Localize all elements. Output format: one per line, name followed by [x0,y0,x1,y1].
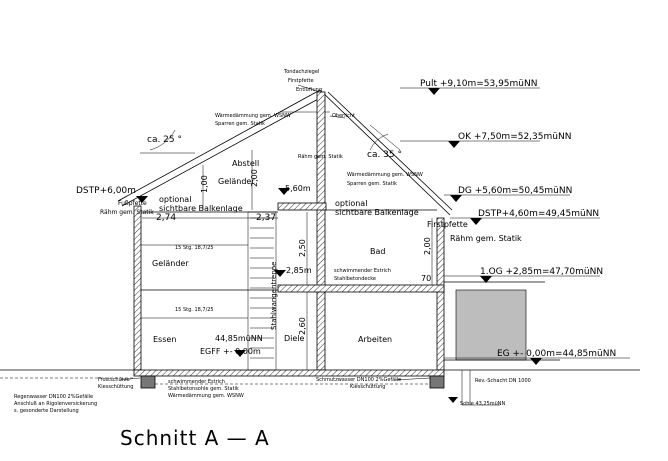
level-marker-285 [274,270,286,277]
svg-text:Rev.-Schacht DN 1000: Rev.-Schacht DN 1000 [475,378,531,384]
svg-text:Frostschürze: Frostschürze [98,377,130,383]
level-marker-pult [428,88,440,95]
level-marker-ok [448,141,460,148]
svg-text:15 Stg. 18,7/25: 15 Stg. 18,7/25 [175,245,214,251]
level-marker-egff [234,350,246,357]
svg-text:Regenwasser DN100 2%Gefälle: Regenwasser DN100 2%Gefälle [14,394,93,400]
room-essen: Essen [153,335,176,344]
level-eg-nn: 44,85müNN [215,334,263,343]
angle-arc-right [369,133,389,151]
roof-right-lower [327,91,453,211]
level-dstp-left: DSTP+6,00m [76,186,136,196]
foundation-right [429,375,445,389]
wall-left [133,205,142,371]
svg-text:Rähm gem. Statik: Rähm gem. Statik [100,209,154,216]
svg-text:schwimmender Estrich: schwimmender Estrich [334,268,391,274]
room-bad: Bad [370,247,385,256]
room-abstell: Abstell [232,159,259,168]
level-og: 1.OG +2,85m=47,70müNN [480,267,603,277]
level-markers [136,87,630,403]
svg-text:Sparren gem. Statik: Sparren gem. Statik [347,181,397,187]
wall-right [436,217,445,371]
level-285: 2,85m [286,266,312,275]
level-dstp-right: DSTP+4,60m=49,45müNN [478,209,599,219]
roof-left-upper [117,89,321,202]
svg-text:Schmutzwasser DN100 2%Gefälle: Schmutzwasser DN100 2%Gefälle [316,377,401,383]
walls [133,91,560,389]
slab-dg [277,202,327,211]
svg-text:schwimmender Estrich: schwimmender Estrich [168,379,225,385]
svg-text:1,00: 1,00 [200,175,209,193]
svg-text:2,74: 2,74 [156,213,176,223]
svg-text:Firstpfette: Firstpfette [427,220,468,229]
svg-text:Sohle 43,25müNN: Sohle 43,25müNN [460,401,506,407]
svg-text:Kiesschüttung: Kiesschüttung [350,384,385,390]
svg-text:Rähm gem. Statik: Rähm gem. Statik [298,154,343,160]
svg-text:2,60: 2,60 [298,317,307,335]
svg-text:Tondachziegel: Tondachziegel [283,69,319,75]
svg-text:Entlüftung: Entlüftung [296,87,322,93]
slab-og [277,284,445,293]
foundation-left [140,375,156,389]
svg-text:Rähm gem. Statik: Rähm gem. Statik [450,234,522,243]
label-gelaender-mid: Geländer [152,259,189,268]
room-arbeiten: Arbeiten [358,335,392,344]
ground [0,369,640,406]
angle-left: ca. 25 ° [147,135,182,145]
svg-text:Firstpfette: Firstpfette [288,78,314,84]
svg-text:Sparren gem. Statik: Sparren gem. Statik [215,121,265,127]
svg-text:2,50: 2,50 [298,239,307,257]
level-marker-og [480,276,492,283]
leaders [119,84,431,381]
level-marker-sohle [448,397,458,403]
level-marker-dg [450,195,462,202]
svg-text:Kiesschüttung: Kiesschüttung [98,384,133,390]
level-pult: Pult +9,10m=53,95müNN [420,79,537,89]
level-560: 5,60m [285,184,311,193]
level-ok: OK +7,50m=52,35müNN [458,132,571,142]
level-marker-560 [278,188,290,195]
level-eg: EG +- 0,00m=44,85müNN [497,349,616,359]
level-marker-dstp [470,218,482,225]
svg-text:sichtbare Balkenlage: sichtbare Balkenlage [335,208,419,217]
annotations: Pult +9,10m=53,95müNN OK +7,50m=52,35müN… [14,69,616,450]
drawing-title: Schnitt A — A [120,426,270,450]
wall-middle [316,91,326,371]
svg-text:Wärmedämmung gem. WSNW: Wärmedämmung gem. WSNW [168,393,244,399]
label-gelaender-top: Geländer [218,177,255,186]
svg-text:Anschluß an Rigolenversickerun: Anschluß an Rigolenversickerung [14,401,97,407]
svg-text:s. gesonderte Darstellung: s. gesonderte Darstellung [14,408,79,414]
svg-text:Stahlbetonsohle gem. Statik: Stahlbetonsohle gem. Statik [168,386,239,392]
dimension-lines [142,150,433,370]
garage-block [455,289,527,361]
svg-text:Fußpfette: Fußpfette [118,200,147,207]
level-marker-dstp-left [136,196,148,203]
level-marker-eg [530,358,542,365]
angle-right: ca. 35 ° [367,150,402,160]
roof-left-lower [121,97,321,207]
level-egff: EGFF +- 0,00m [200,347,261,356]
slab-eg [133,369,445,377]
roof [117,89,453,216]
svg-text:2,00: 2,00 [250,169,259,187]
svg-text:Wärmedämmung gem. WSNW: Wärmedämmung gem. WSNW [347,172,423,178]
label-stair-type: Stahlwangentreppe [270,262,278,330]
svg-text:Wärmedämmung gem. WSNW: Wärmedämmung gem. WSNW [215,113,291,119]
level-dg: DG +5,60m=50,45müNN [458,186,572,196]
svg-text:15 Stg. 18,7/25: 15 Stg. 18,7/25 [175,307,214,313]
svg-text:2,00: 2,00 [423,237,432,255]
svg-text:sichtbare Balkenlage: sichtbare Balkenlage [159,204,243,213]
angle-arc-left [149,129,176,151]
svg-text:optional: optional [159,195,191,204]
stairs [141,211,277,371]
room-diele: Diele [284,334,305,343]
svg-text:optional: optional [335,199,367,208]
svg-text:70: 70 [421,274,431,283]
svg-text:2,37: 2,37 [256,213,276,223]
svg-text:Stahlbetondecke: Stahlbetondecke [334,276,376,282]
svg-text:Oberlicht: Oberlicht [332,113,355,119]
roof-right-upper [319,89,451,216]
